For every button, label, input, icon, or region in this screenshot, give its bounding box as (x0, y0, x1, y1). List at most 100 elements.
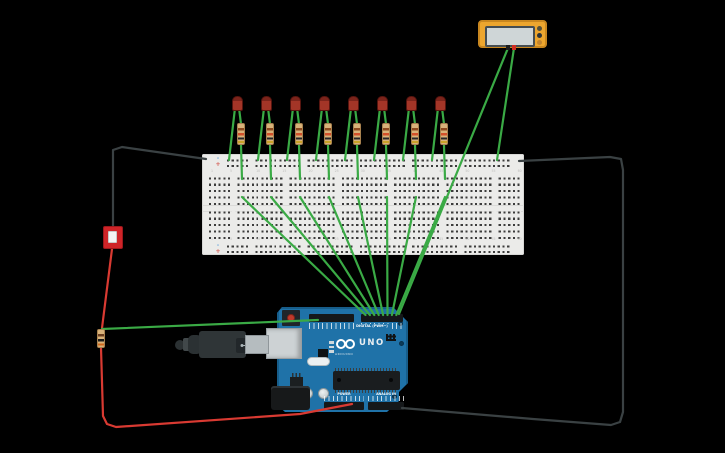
column-number: 20 (308, 237, 313, 241)
led-red[interactable] (319, 96, 330, 111)
led-red[interactable] (261, 96, 272, 111)
chip-dot-icon (337, 378, 341, 382)
breadboard-bottom-block[interactable] (209, 211, 521, 239)
column-number: 10 (256, 169, 261, 173)
column-number: 5 (230, 237, 233, 241)
rail-plus-marker: + (215, 161, 221, 168)
breadboard-bottom-rail[interactable] (227, 244, 515, 253)
column-number: 50 (465, 169, 470, 173)
wire-led-cathode-to-rail[interactable] (343, 106, 353, 162)
usb-cable-ring (183, 338, 190, 351)
column-number: 60 (517, 237, 522, 241)
resistor[interactable] (411, 123, 419, 145)
arduino-logo-icon (345, 339, 355, 349)
wire-led-cathode-to-rail[interactable] (401, 106, 411, 162)
digital-header-right[interactable] (361, 314, 403, 322)
column-number: 45 (439, 237, 444, 241)
led-red[interactable] (232, 96, 243, 111)
column-number: 35 (386, 237, 391, 241)
column-number: 5 (230, 169, 233, 173)
column-number: 35 (386, 169, 391, 173)
column-number: 10 (256, 237, 261, 241)
breadboard-top-block[interactable] (209, 177, 521, 205)
column-number: 1 (211, 237, 214, 241)
wire-led-cathode-to-rail[interactable] (430, 106, 440, 162)
digital-label: DIGITAL (PWM~) (355, 323, 389, 329)
column-number: 30 (360, 237, 365, 241)
led-indicator-L (329, 341, 334, 344)
power-jack (271, 386, 310, 410)
led-red[interactable] (348, 96, 359, 111)
resistor[interactable] (295, 123, 303, 145)
led-red[interactable] (290, 96, 301, 111)
led-indicator-RX (329, 350, 334, 353)
wire-black-rail-to-switch[interactable] (111, 145, 208, 229)
rail-plus-marker: + (215, 248, 221, 255)
led-red[interactable] (406, 96, 417, 111)
arduino-uno[interactable]: DIGITAL (PWM~) UNO ARDUINO POWER ANALOG … (266, 307, 408, 415)
resistor[interactable] (266, 123, 274, 145)
wire-led-cathode-to-rail[interactable] (256, 106, 266, 162)
analog-header[interactable] (368, 402, 404, 410)
column-number: 20 (308, 169, 313, 173)
uno-label: UNO (359, 338, 385, 348)
breadboard-top-rail[interactable] (227, 158, 515, 167)
multimeter-button-icon[interactable] (537, 40, 542, 45)
multimeter-button-icon[interactable] (537, 33, 542, 38)
led-indicator-TX (329, 345, 334, 348)
usb-connector-body (199, 331, 262, 358)
column-number: 40 (413, 237, 418, 241)
usb-metal-plug (245, 335, 269, 354)
rail-minus-marker: - (216, 155, 220, 162)
resistor[interactable] (353, 123, 361, 145)
mounting-hole-icon (399, 341, 404, 346)
power-header[interactable] (324, 402, 364, 410)
resistor[interactable] (97, 329, 105, 348)
slide-switch[interactable] (103, 226, 123, 249)
multimeter-positive-terminal[interactable] (512, 45, 516, 50)
multimeter[interactable] (478, 20, 547, 50)
chip-legs (335, 368, 398, 371)
chip-dot-icon (389, 378, 393, 382)
chip-legs (335, 390, 398, 393)
column-number: 40 (413, 169, 418, 173)
arduino-label: ARDUINO (335, 352, 354, 356)
power-label: POWER (337, 391, 351, 396)
resistor[interactable] (382, 123, 390, 145)
column-number: 15 (282, 169, 287, 173)
column-number: 15 (282, 237, 287, 241)
wire-green-multimeter-to-rail[interactable] (495, 46, 516, 162)
reset-button[interactable] (287, 314, 295, 322)
wire-led-cathode-to-rail[interactable] (314, 106, 324, 162)
column-number: 60 (517, 169, 522, 173)
digital-pin-labels (309, 323, 354, 329)
usb-cable-tip (175, 340, 185, 350)
multimeter-negative-terminal[interactable] (506, 45, 510, 50)
column-number: 55 (491, 169, 496, 173)
analog-in-label: ANALOG IN (376, 391, 396, 396)
usb-cable[interactable] (173, 330, 303, 360)
column-number: 45 (439, 169, 444, 173)
resistor[interactable] (324, 123, 332, 145)
resistor[interactable] (237, 123, 245, 145)
resistor[interactable] (440, 123, 448, 145)
column-number: 55 (491, 237, 496, 241)
icsp-header[interactable] (386, 334, 396, 341)
multimeter-dial-icon[interactable] (537, 26, 542, 31)
wire-led-cathode-to-rail[interactable] (285, 106, 295, 162)
led-red[interactable] (435, 96, 446, 111)
column-number: 25 (334, 169, 339, 173)
wire-led-cathode-to-rail[interactable] (227, 106, 237, 162)
analog-pin-labels (368, 396, 404, 401)
wire-led-cathode-to-rail[interactable] (372, 106, 382, 162)
atmega-chip (333, 371, 400, 390)
digital-header-left[interactable] (309, 314, 354, 322)
switch-knob[interactable] (108, 231, 117, 243)
reset-button-housing (282, 310, 300, 326)
column-number: 25 (334, 237, 339, 241)
led-red[interactable] (377, 96, 388, 111)
column-number: 50 (465, 237, 470, 241)
wire-red-switch-to-resistor[interactable] (100, 247, 114, 330)
